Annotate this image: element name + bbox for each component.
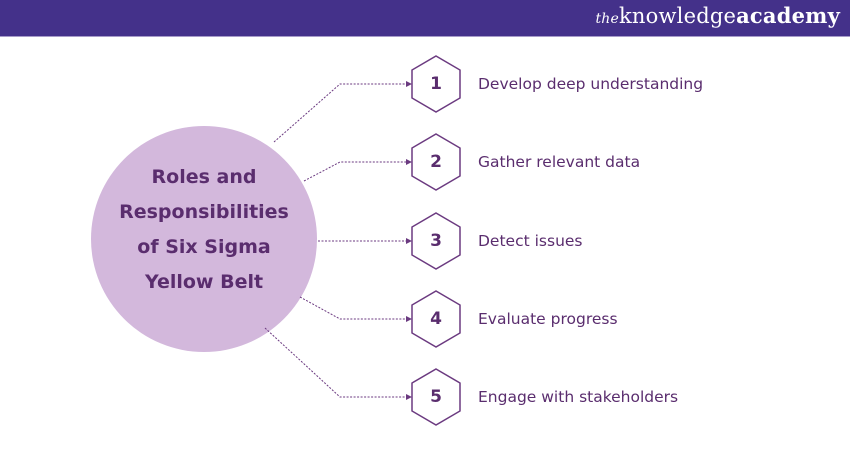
hub-title-line: Yellow Belt xyxy=(144,271,264,293)
hexagon-3 xyxy=(411,212,461,270)
brand-logo[interactable]: theknowledgeacademy xyxy=(595,3,840,28)
item-label-5: Engage with stakeholders xyxy=(478,388,679,406)
hex-number-3: 3 xyxy=(430,231,442,251)
hexagon-4 xyxy=(411,290,461,348)
hub-title-line: Responsibilities xyxy=(119,201,289,223)
item-label-4: Evaluate progress xyxy=(478,310,618,328)
item-label-3: Detect issues xyxy=(478,232,583,250)
item-label-1: Develop deep understanding xyxy=(478,75,704,93)
connector-arrow-2 xyxy=(303,159,412,182)
hex-number-1: 1 xyxy=(430,74,442,94)
item-label-2: Gather relevant data xyxy=(478,153,641,171)
hex-number-4: 4 xyxy=(430,309,442,329)
hexagon-1 xyxy=(411,55,461,113)
hub-title-line: Roles and xyxy=(151,166,257,188)
logo-main: knowledge xyxy=(618,4,737,28)
hexagon-5 xyxy=(411,368,461,426)
hex-number-5: 5 xyxy=(430,387,442,407)
hub-circle xyxy=(91,126,317,352)
hexagon-2 xyxy=(411,133,461,191)
logo-prefix: the xyxy=(595,11,619,27)
connector-arrow-4 xyxy=(299,296,412,322)
connector-arrow-5 xyxy=(264,327,412,400)
header-bar: theknowledgeacademy xyxy=(0,0,850,37)
hub-title-line: of Six Sigma xyxy=(137,236,271,258)
hex-number-2: 2 xyxy=(430,152,442,172)
hub-title: Roles and Responsibilities of Six Sigma … xyxy=(92,160,316,300)
logo-suffix: academy xyxy=(736,3,840,28)
connector-arrow-1 xyxy=(273,81,412,143)
